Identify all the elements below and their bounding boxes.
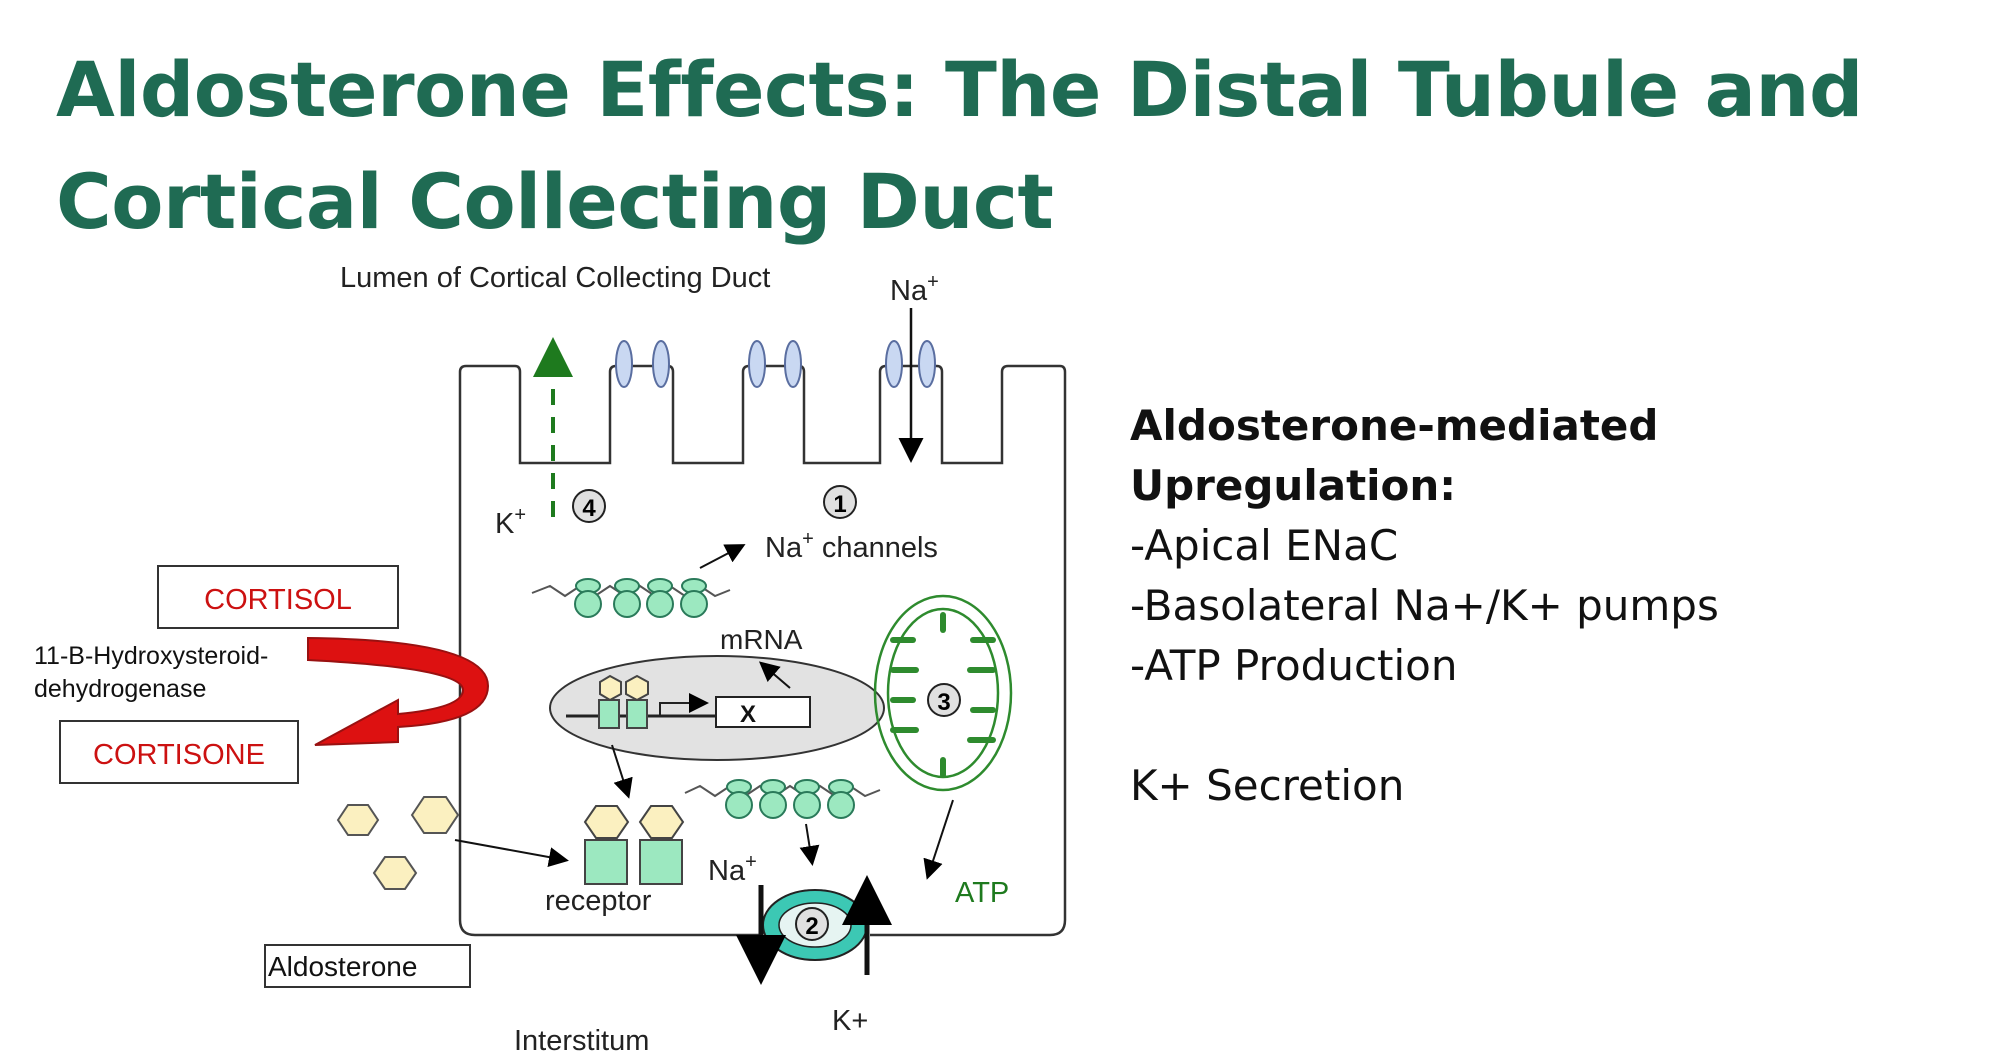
interstitum-label: Interstitum <box>514 1025 649 1055</box>
aldosterone-box <box>264 944 471 988</box>
summary-item-basolateral-pumps: -Basolateral Na+/K+ pumps <box>1130 581 1719 630</box>
enac-channel <box>615 340 633 388</box>
enac-channel-group <box>615 340 936 388</box>
page-title: Aldosterone Effects: The Distal Tubule a… <box>56 34 1956 258</box>
summary-heading: Aldosterone-mediated Upregulation: <box>1130 401 1659 510</box>
step-2-marker: 2 <box>795 907 829 941</box>
step-4-marker: 4 <box>572 489 606 523</box>
gene-x-label: X <box>740 701 756 728</box>
enac-channel <box>784 340 802 388</box>
enzyme-label-line1: 11-B-Hydroxysteroid- <box>34 642 268 670</box>
svg-text:4: 4 <box>582 495 596 522</box>
ribosome-strand-top <box>531 578 731 618</box>
transcription-start-arrow <box>659 693 709 716</box>
na-channels-label: Na+ channels <box>765 528 938 564</box>
ribosome-to-pump-arrow <box>799 823 820 866</box>
atp-arrow <box>923 799 954 880</box>
k-basal-label: K+ <box>832 1005 868 1037</box>
step-3-marker: 3 <box>927 683 961 717</box>
receptor-label: receptor <box>545 885 652 917</box>
svg-text:3: 3 <box>937 689 950 716</box>
na-channels-arrow <box>699 544 746 569</box>
svg-text:1: 1 <box>833 491 846 518</box>
summary-item-atp-production: -ATP Production <box>1130 641 1458 690</box>
cell-outline <box>458 364 1067 937</box>
page-title-line2: Cortical Collecting Duct <box>56 157 1054 246</box>
na-top-label: Na+ <box>890 271 939 307</box>
lumen-label: Lumen of Cortical Collecting Duct <box>340 262 770 294</box>
aldosterone-molecules <box>336 796 460 890</box>
enac-channel <box>748 340 766 388</box>
cortisone-label: CORTISONE <box>93 739 265 771</box>
svg-text:2: 2 <box>805 913 818 940</box>
upregulation-summary: Aldosterone-mediated Upregulation: -Apic… <box>1130 396 1970 816</box>
gene-x-box <box>715 696 811 728</box>
aldosterone-label: Aldosterone <box>268 951 417 982</box>
enac-channel <box>652 340 670 388</box>
cortisol-label: CORTISOL <box>204 584 352 616</box>
mrna-label: mRNA <box>720 624 803 655</box>
summary-item-apical-enac: -Apical ENaC <box>1130 521 1399 570</box>
nuclear-receptor-complex <box>598 674 649 729</box>
mitochondrion <box>873 594 1013 792</box>
step-1-marker: 1 <box>823 485 857 519</box>
cytoplasmic-receptors <box>583 805 685 885</box>
cortisone-box <box>59 720 299 784</box>
aldosterone-to-receptor-arrow <box>454 839 569 867</box>
ribosome-strand-bottom <box>684 779 881 819</box>
receptor-to-nucleus-arrow <box>611 744 633 799</box>
enac-channel <box>885 340 903 388</box>
na-basal-label: Na+ <box>708 851 757 887</box>
mrna-arrow <box>758 661 791 689</box>
enzyme-label-line2: dehydrogenase <box>34 675 206 703</box>
page-title-line1: Aldosterone Effects: The Distal Tubule a… <box>56 45 1863 134</box>
k-apical-label: K+ <box>495 504 526 540</box>
conversion-arrow <box>307 636 490 746</box>
enac-channel <box>918 340 936 388</box>
summary-spacer <box>1130 696 1970 756</box>
cortisol-box <box>157 565 399 629</box>
summary-note-k-secretion: K+ Secretion <box>1130 761 1405 810</box>
atp-label: ATP <box>955 877 1009 909</box>
